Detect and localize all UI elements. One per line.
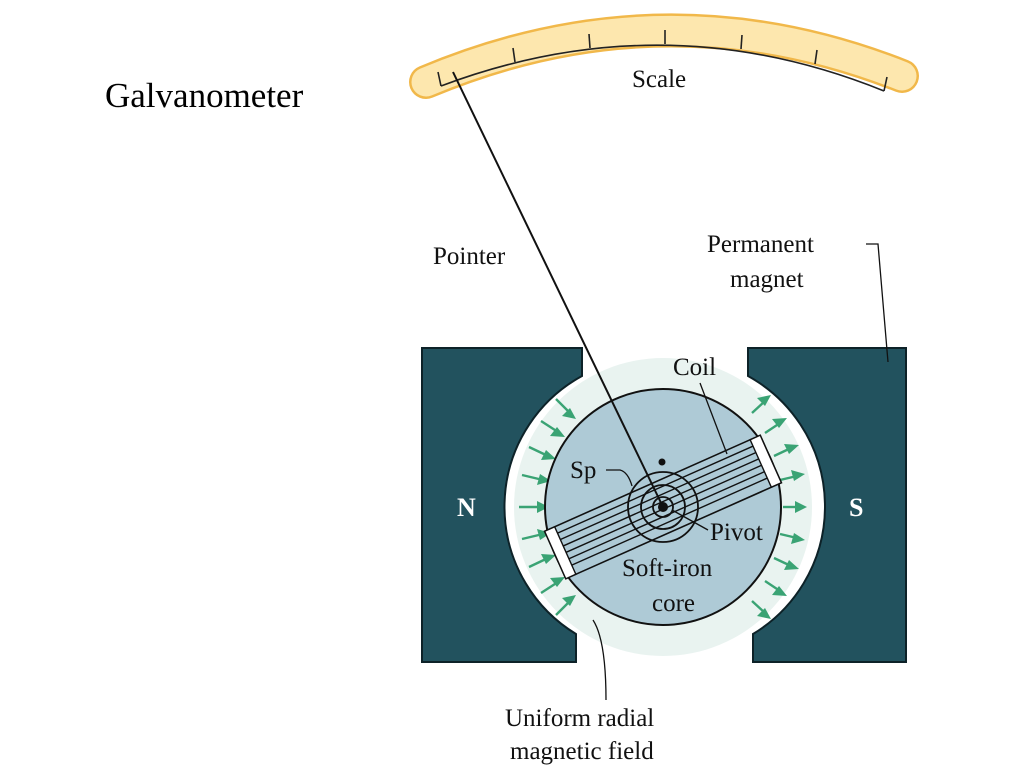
pivot-label: Pivot <box>710 519 763 546</box>
spring-leader <box>606 469 633 487</box>
permanent-magnet-label-line2: magnet <box>730 266 804 293</box>
pivot-leader <box>671 509 709 531</box>
spring <box>627 471 699 543</box>
spring-anchor <box>658 458 666 466</box>
field-leader <box>592 619 607 701</box>
pointer-label: Pointer <box>433 243 506 270</box>
coil-label: Coil <box>673 354 716 381</box>
radial-field-arrows <box>519 395 807 619</box>
coil-leader <box>699 382 728 455</box>
slide-title: Galvanometer <box>105 76 304 115</box>
scale-ticks <box>437 30 888 92</box>
soft-iron-label-line2: core <box>652 590 695 617</box>
scale-label: Scale <box>632 66 686 93</box>
permanent-magnet-label-line1: Permanent <box>707 231 814 258</box>
south-pole-label: S <box>849 493 863 522</box>
field-arrows-right <box>751 395 807 619</box>
spring-label: Sp <box>570 457 596 484</box>
north-pole-label: N <box>457 493 476 522</box>
scale-fill <box>411 15 917 97</box>
pointer-needle <box>452 71 664 508</box>
field-arrows-left <box>519 398 576 616</box>
north-magnet-pole <box>421 347 583 663</box>
soft-iron-label-line1: Soft-iron <box>622 555 713 582</box>
field-label-line1: Uniform radial <box>505 705 654 732</box>
scale-baseline <box>440 44 885 92</box>
permanent-magnet-leader <box>866 243 889 363</box>
south-magnet-pole <box>747 347 907 663</box>
field-label-line2: magnetic field <box>510 738 654 765</box>
